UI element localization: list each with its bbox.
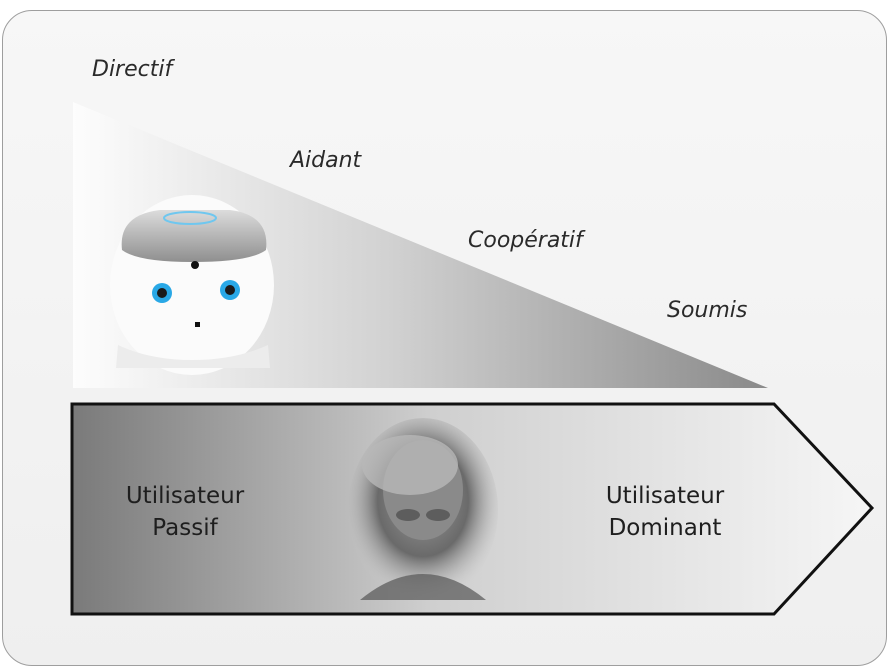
- behavior-label-directif: Directif: [92, 57, 173, 82]
- robot-head-image: [110, 195, 274, 375]
- user-passive-line2: Passif: [152, 515, 218, 541]
- user-dominant-line1: Utilisateur: [605, 483, 725, 509]
- behavior-label-cooperatif: Coopératif: [468, 228, 583, 253]
- user-passive-label: Utilisateur Passif: [110, 480, 260, 544]
- user-dominant-label: Utilisateur Dominant: [590, 480, 740, 544]
- person-photo: [348, 418, 498, 602]
- behavior-label-soumis: Soumis: [667, 298, 748, 323]
- user-dominant-line2: Dominant: [608, 515, 722, 541]
- user-passive-line1: Utilisateur: [125, 483, 245, 509]
- behavior-label-aidant: Aidant: [290, 148, 362, 173]
